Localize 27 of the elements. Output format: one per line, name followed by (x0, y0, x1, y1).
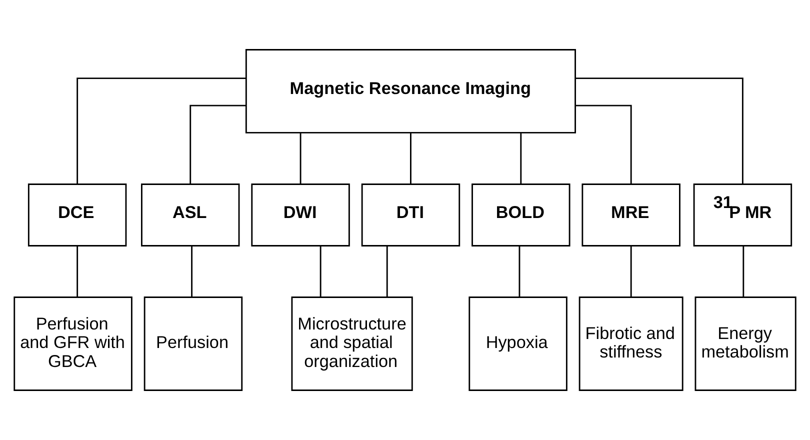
node-box: DTI (361, 184, 460, 246)
node-box: Microstructure and spatial organization (291, 296, 413, 391)
node-box: DCE (28, 184, 127, 246)
node-box: BOLD (472, 184, 570, 246)
connector (190, 104, 246, 184)
connector (320, 246, 322, 297)
node-box: Perfusion (144, 296, 243, 391)
connector (520, 133, 522, 184)
connector (386, 246, 388, 297)
node-box: Magnetic Resonance Imaging (245, 49, 576, 134)
connector (742, 246, 744, 297)
node-box: DWI (251, 184, 350, 246)
connector (76, 78, 246, 184)
connector (410, 133, 412, 184)
node-box: Fibrotic and stiffness (578, 296, 684, 391)
node-box: MRE (582, 184, 680, 246)
connector (518, 246, 520, 297)
node-box: Hypoxia (468, 296, 568, 391)
node-box: ASL (141, 184, 240, 246)
connector (300, 133, 302, 184)
connector (191, 246, 192, 297)
connector (76, 246, 78, 297)
connector (576, 78, 744, 184)
connector (575, 104, 632, 184)
node-box: Perfusion and GFR with GBCA (14, 296, 132, 391)
node-box: Energy metabolism (694, 296, 796, 391)
connector (630, 246, 632, 297)
